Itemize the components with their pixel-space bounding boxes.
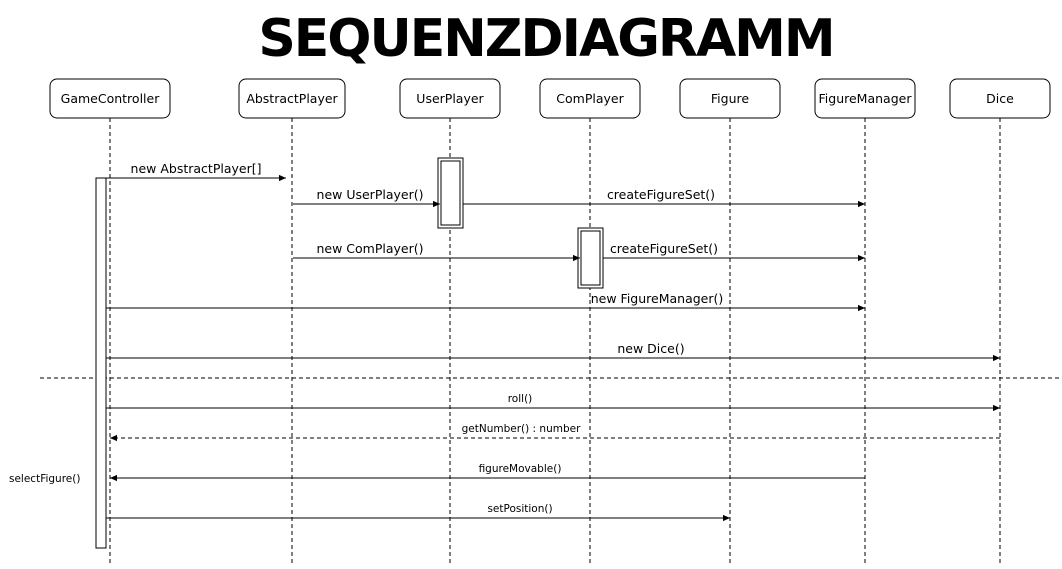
- participant-rect: [238, 78, 346, 119]
- participant-label: Figure: [711, 91, 749, 106]
- participant-rect: [679, 78, 781, 119]
- participant-box-ap: AbstractPlayer: [238, 78, 346, 119]
- page-title: SEQUENZDIAGRAMM: [258, 9, 833, 69]
- message-label: new UserPlayer(): [317, 187, 424, 202]
- message-label: getNumber() : number: [462, 423, 581, 435]
- message-8: getNumber() : number: [110, 423, 1000, 442]
- message-1: new UserPlayer(): [293, 187, 440, 208]
- participant-rect: [539, 78, 641, 119]
- message-5: new FigureManager(): [106, 291, 865, 312]
- participant-rect: [399, 78, 501, 119]
- participant-rect: [49, 78, 171, 119]
- message-label: setPosition(): [487, 503, 552, 515]
- messages: new AbstractPlayer[] new UserPlayer() crea…: [106, 161, 1000, 522]
- lifelines: [109, 118, 1001, 566]
- message-label: roll(): [508, 393, 533, 405]
- participant-boxes: GameController AbstractPlayer UserPlayer Co…: [49, 78, 1051, 119]
- message-9: figureMovable(): [110, 463, 865, 482]
- participant-rect: [814, 78, 916, 119]
- activation-bar-inner: [580, 230, 601, 286]
- participant-label: UserPlayer: [416, 91, 484, 106]
- activation-bars: [95, 157, 604, 549]
- participant-box-cp: ComPlayer: [539, 78, 641, 119]
- activation-gc: [95, 177, 107, 549]
- message-label: figureMovable(): [479, 463, 562, 475]
- participant-box-fi: Figure: [679, 78, 781, 119]
- participant-box-gc: GameController: [49, 78, 171, 119]
- side-note-label: selectFigure(): [9, 473, 80, 485]
- message-2: createFigureSet(): [463, 187, 865, 208]
- message-label: new FigureManager(): [591, 291, 724, 306]
- message-label: createFigureSet(): [610, 241, 718, 256]
- activation-bar-inner: [440, 160, 461, 226]
- activation-up: [437, 157, 464, 229]
- message-label: new Dice(): [617, 341, 684, 356]
- participant-label: AbstractPlayer: [246, 91, 338, 106]
- participant-label: GameController: [61, 91, 161, 106]
- message-3: new ComPlayer(): [293, 241, 580, 262]
- participant-box-fm: FigureManager: [814, 78, 916, 119]
- participant-box-di: Dice: [949, 78, 1051, 119]
- message-label: new ComPlayer(): [316, 241, 423, 256]
- participant-rect: [949, 78, 1051, 119]
- activation-bar-outer: [95, 177, 107, 549]
- participant-box-up: UserPlayer: [399, 78, 501, 119]
- message-0: new AbstractPlayer[]: [106, 161, 286, 182]
- participant-label: Dice: [986, 91, 1014, 106]
- message-6: new Dice(): [106, 341, 1000, 362]
- activation-cp: [577, 227, 604, 289]
- message-10: setPosition(): [106, 503, 730, 522]
- message-label: new AbstractPlayer[]: [131, 161, 262, 176]
- message-7: roll(): [106, 393, 1000, 412]
- participant-label: FigureManager: [819, 91, 913, 106]
- message-label: createFigureSet(): [607, 187, 715, 202]
- message-4: createFigureSet(): [603, 241, 865, 262]
- participant-label: ComPlayer: [556, 91, 624, 106]
